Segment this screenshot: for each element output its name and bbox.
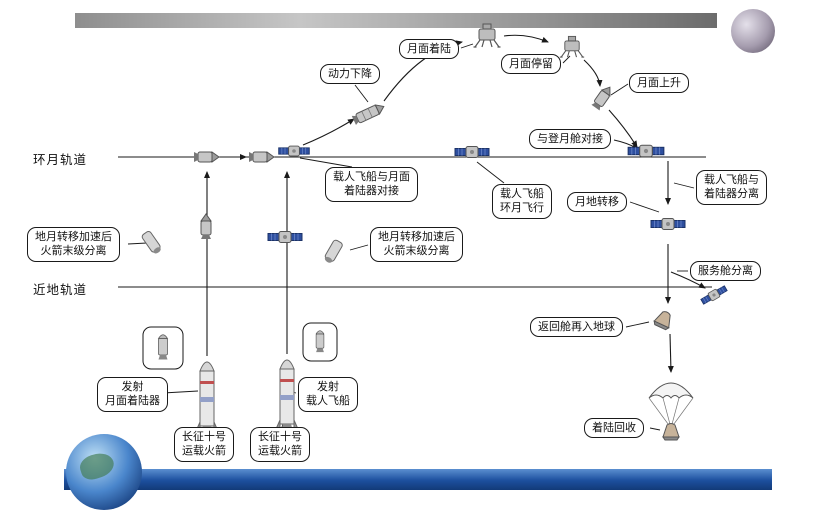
label-crew-lunar-orbit: 载人飞船 环月飞行: [492, 184, 552, 219]
lunar-stay-lander-icon: [559, 35, 585, 58]
moon-image: [731, 9, 775, 53]
label-stage-separation-left: 地月转移加速后 火箭末级分离: [27, 227, 120, 262]
top-gray-bar: [75, 13, 717, 28]
moon-earth-transfer-craft-icon: [650, 218, 686, 230]
label-launch-lander: 发射 月面着陆器: [97, 377, 168, 412]
earth-image: [66, 434, 142, 510]
label-service-module-separation: 服务舱分离: [690, 261, 761, 282]
orbit-lander-icon-2: [248, 151, 275, 163]
spent-stage-mid-icon: [322, 238, 344, 265]
label-lunar-ascent: 月面上升: [629, 73, 689, 94]
label-lunar-stay: 月面停留: [501, 54, 561, 75]
label-stage-separation-mid: 地月转移加速后 火箭末级分离: [370, 227, 463, 262]
return-capsule-icon: [652, 308, 675, 332]
long-march-rocket-right-icon: [275, 359, 299, 432]
bottom-blue-bar: [64, 469, 772, 490]
label-landing-recovery: 着陆回收: [584, 418, 644, 439]
payload-box-crew: [302, 322, 338, 362]
label-dock-with-lunar-module: 与登月舱对接: [529, 129, 611, 150]
label-reentry: 返回舱再入地球: [530, 317, 623, 338]
lunar-landing-lander-icon: [472, 23, 502, 48]
ascending-crew-spacecraft-icon: [267, 231, 303, 243]
landed-capsule-icon: [662, 423, 680, 441]
label-long-march-10-left: 长征十号 运载火箭: [174, 427, 234, 462]
parachute-icon: [648, 382, 694, 429]
ascent-module-icon: [590, 83, 615, 112]
label-lunar-landing: 月面着陆: [399, 39, 459, 60]
payload-box-lander: [142, 326, 184, 370]
descent-stack-icon: [351, 101, 387, 126]
label-moon-earth-transfer: 月地转移: [567, 192, 627, 213]
crew-orbit-spacecraft-icon: [454, 146, 490, 158]
label-long-march-10-right: 长征十号 运载火箭: [250, 427, 310, 462]
lunar-orbit-label: 环月轨道: [33, 153, 88, 167]
earth-orbit-label: 近地轨道: [33, 283, 88, 297]
long-march-rocket-left-icon: [195, 361, 219, 434]
label-powered-descent: 动力下降: [320, 64, 380, 85]
label-crew-lander-separation: 载人飞船与 着陆器分离: [696, 170, 767, 205]
trajectory-arrows: [204, 34, 706, 373]
label-crew-dock-lander: 载人飞船与月面 着陆器对接: [325, 167, 418, 202]
label-launch-crew: 发射 载人飞船: [298, 377, 358, 412]
ascending-lander-icon: [200, 213, 212, 240]
orbit-lander-icon-1: [193, 151, 220, 163]
docked-after-ascent-icon: [627, 144, 665, 158]
docked-stack-icon: [278, 145, 310, 157]
